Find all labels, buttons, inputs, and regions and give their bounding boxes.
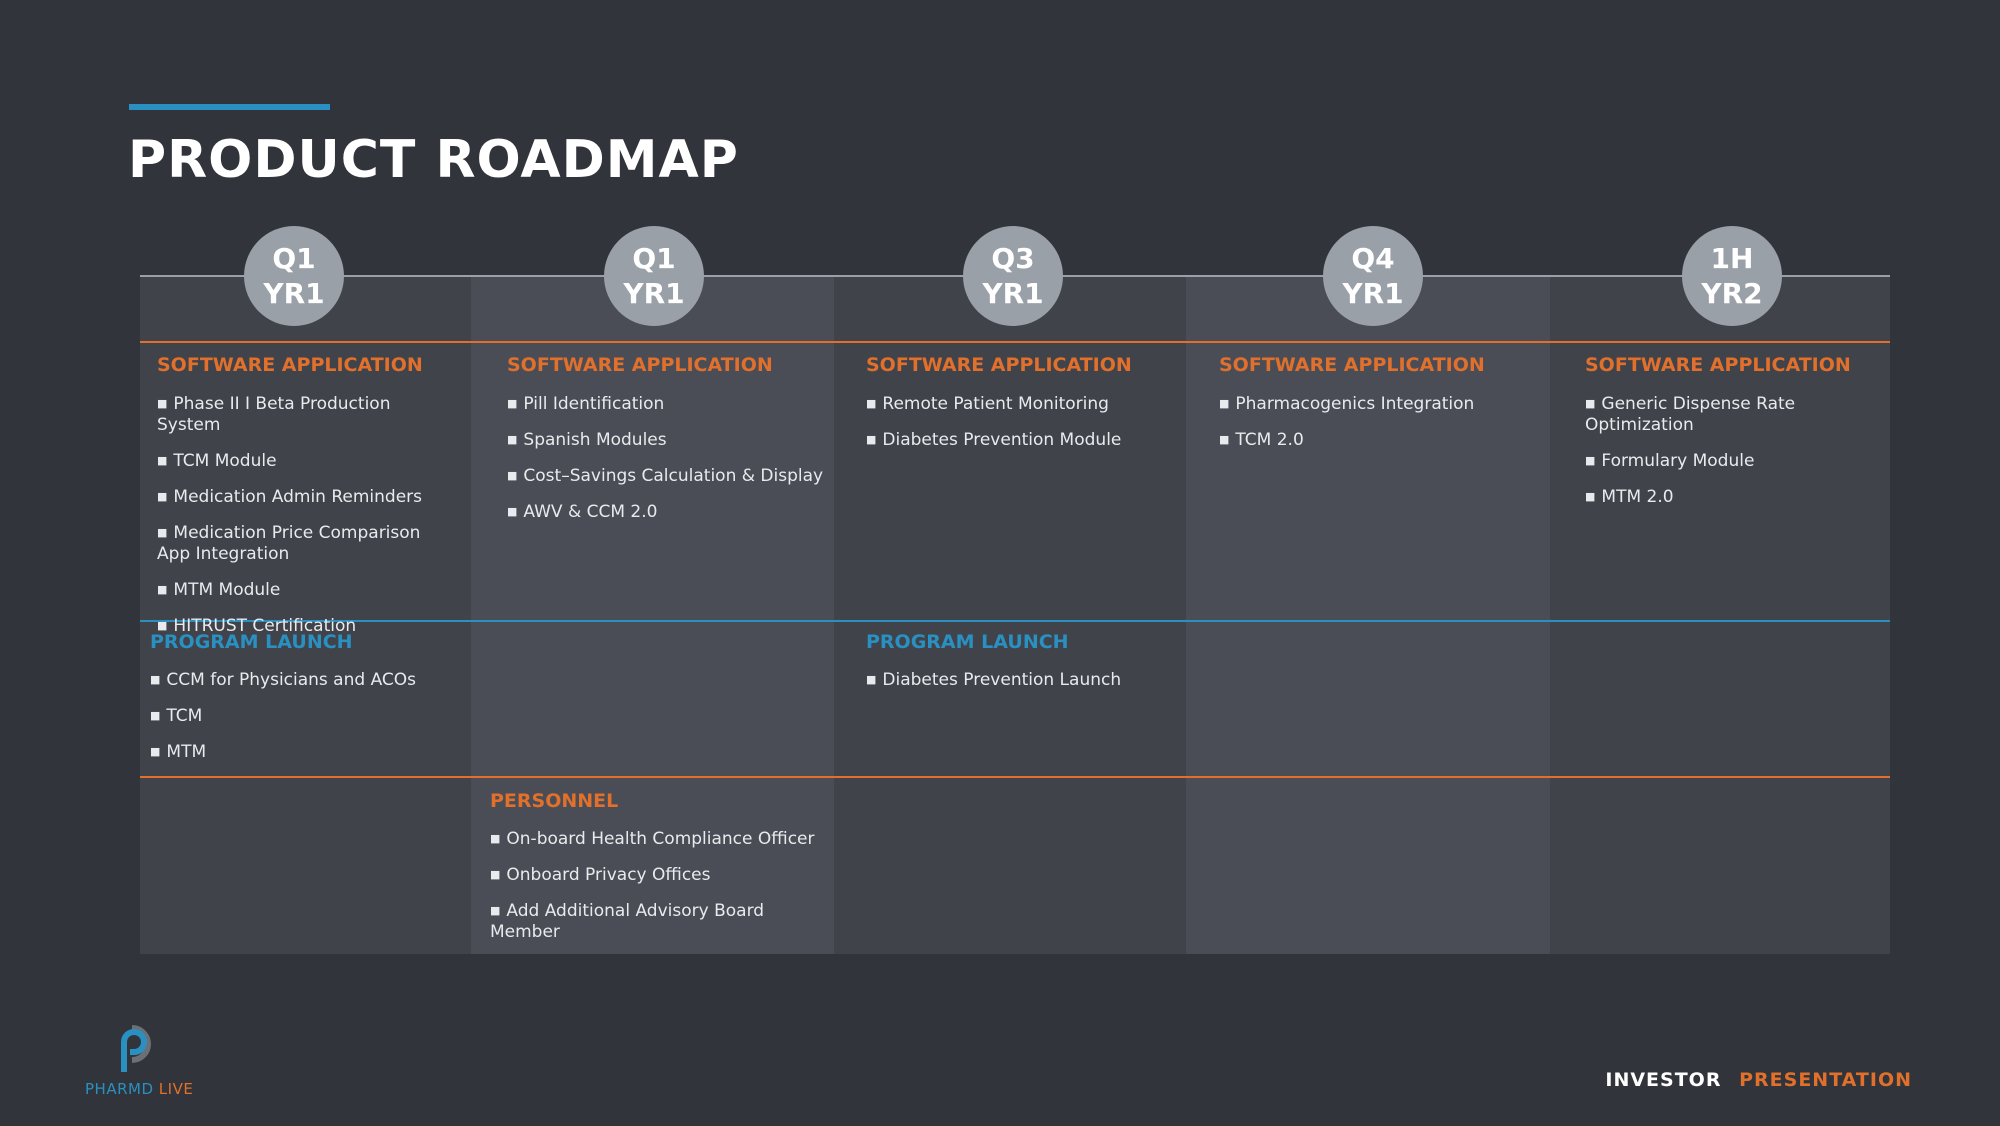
pharmd-live-logo-icon [121, 1025, 151, 1072]
bullet-icon: ■ [1219, 433, 1230, 446]
bullet-icon: ■ [157, 619, 168, 632]
software-list-1: ■Phase II I Beta Production System ■TCM … [157, 393, 457, 651]
list-item: ■TCM 2.0 [1219, 430, 1304, 450]
software-list-5: ■Generic Dispense Rate Optimization ■For… [1585, 393, 1885, 522]
list-item: ■Formulary Module [1585, 451, 1755, 471]
list-item: ■HITRUST Certification [157, 616, 357, 636]
list-item: ■Remote Patient Monitoring [866, 394, 1109, 414]
list-item: ■Onboard Privacy Offices [490, 865, 711, 885]
bullet-icon: ■ [157, 490, 168, 503]
list-item: ■Generic Dispense Rate Optimization [1585, 394, 1796, 435]
bullet-icon: ■ [866, 397, 877, 410]
milestone-circle: 1H YR2 [1682, 226, 1782, 326]
program-list-1: ■CCM for Physicians and ACOs ■TCM ■MTM [150, 669, 460, 777]
milestone-year: YR1 [982, 277, 1044, 310]
milestone-year: YR2 [1701, 277, 1763, 310]
list-item: ■AWV & CCM 2.0 [507, 502, 658, 522]
list-item: ■TCM Module [157, 451, 277, 471]
title-accent-bar [129, 104, 330, 110]
milestone-label: Q3 [991, 242, 1035, 275]
milestone-year: YR1 [263, 277, 325, 310]
bullet-icon: ■ [150, 709, 161, 722]
page-title: PRODUCT ROADMAP [128, 130, 739, 190]
bullet-icon: ■ [507, 505, 518, 518]
bullet-icon: ■ [866, 673, 877, 686]
divider-software [140, 341, 1890, 343]
bullet-icon: ■ [157, 526, 168, 539]
bullet-icon: ■ [490, 868, 501, 881]
bullet-icon: ■ [507, 397, 518, 410]
bullet-icon: ■ [507, 469, 518, 482]
roadmap-grid [140, 276, 1890, 954]
list-item: ■Pharmacogenics Integration [1219, 394, 1475, 414]
column-4 [1186, 276, 1550, 954]
milestone-label: Q4 [1351, 242, 1395, 275]
list-item: ■Phase II I Beta Production System [157, 394, 391, 435]
bullet-icon: ■ [1585, 490, 1596, 503]
divider-program [140, 620, 1890, 622]
software-list-4: ■Pharmacogenics Integration ■TCM 2.0 [1219, 393, 1549, 465]
section-heading-software: SOFTWARE APPLICATION [1219, 354, 1485, 376]
list-item: ■On-board Health Compliance Officer [490, 829, 815, 849]
program-list-3: ■Diabetes Prevention Launch [866, 669, 1186, 705]
footer-investor: INVESTOR [1605, 1069, 1722, 1091]
bullet-icon: ■ [490, 832, 501, 845]
list-item: ■MTM [150, 742, 207, 762]
column-3 [834, 276, 1186, 954]
logo-wordmark: PHARMD LIVE [85, 1080, 193, 1098]
bullet-icon: ■ [490, 904, 501, 917]
section-heading-software: SOFTWARE APPLICATION [157, 354, 423, 376]
bullet-icon: ■ [157, 454, 168, 467]
bullet-icon: ■ [866, 433, 877, 446]
milestone-circle: Q1 YR1 [244, 226, 344, 326]
list-item: ■Medication Admin Reminders [157, 487, 423, 507]
list-item: ■Diabetes Prevention Launch [866, 670, 1122, 690]
software-list-3: ■Remote Patient Monitoring ■Diabetes Pre… [866, 393, 1186, 465]
list-item: ■CCM for Physicians and ACOs [150, 670, 417, 690]
milestone-label: Q1 [632, 242, 676, 275]
divider-personnel [140, 776, 1890, 778]
footer-presentation: PRESENTATION [1739, 1069, 1912, 1091]
list-item: ■MTM Module [157, 580, 281, 600]
section-heading-personnel: PERSONNEL [490, 790, 619, 812]
milestone-year: YR1 [1342, 277, 1404, 310]
list-item: ■Cost–Savings Calculation & Display [507, 466, 824, 486]
logo-text-pharmd: PHARMD [85, 1080, 154, 1098]
logo-text-live: LIVE [158, 1080, 194, 1098]
milestone-year: YR1 [623, 277, 685, 310]
section-heading-program: PROGRAM LAUNCH [150, 631, 353, 653]
section-heading-software: SOFTWARE APPLICATION [866, 354, 1132, 376]
milestone-label: Q1 [272, 242, 316, 275]
bullet-icon: ■ [157, 583, 168, 596]
section-heading-program: PROGRAM LAUNCH [866, 631, 1069, 653]
bullet-icon: ■ [1585, 454, 1596, 467]
bullet-icon: ■ [1219, 397, 1230, 410]
list-item: ■Spanish Modules [507, 430, 667, 450]
bullet-icon: ■ [150, 673, 161, 686]
list-item: ■Diabetes Prevention Module [866, 430, 1122, 450]
list-item: ■TCM [150, 706, 203, 726]
section-heading-software: SOFTWARE APPLICATION [1585, 354, 1851, 376]
list-item: ■Medication Price Comparison App Integra… [157, 523, 421, 564]
footer-label: INVESTOR PRESENTATION [1605, 1069, 1912, 1091]
bullet-icon: ■ [157, 397, 168, 410]
bullet-icon: ■ [507, 433, 518, 446]
list-item: ■MTM 2.0 [1585, 487, 1674, 507]
list-item: ■Pill Identification [507, 394, 665, 414]
column-1 [140, 276, 471, 954]
personnel-list: ■On-board Health Compliance Officer ■Onb… [490, 828, 820, 957]
bullet-icon: ■ [1585, 397, 1596, 410]
software-list-2: ■Pill Identification ■Spanish Modules ■C… [507, 393, 827, 537]
milestone-circle: Q1 YR1 [604, 226, 704, 326]
column-5 [1550, 276, 1890, 954]
section-heading-software: SOFTWARE APPLICATION [507, 354, 773, 376]
milestone-circle: Q3 YR1 [963, 226, 1063, 326]
bullet-icon: ■ [150, 745, 161, 758]
column-2 [471, 276, 834, 954]
milestone-label: 1H [1710, 242, 1754, 275]
milestone-circle: Q4 YR1 [1323, 226, 1423, 326]
list-item: ■Add Additional Advisory Board Member [490, 901, 765, 942]
